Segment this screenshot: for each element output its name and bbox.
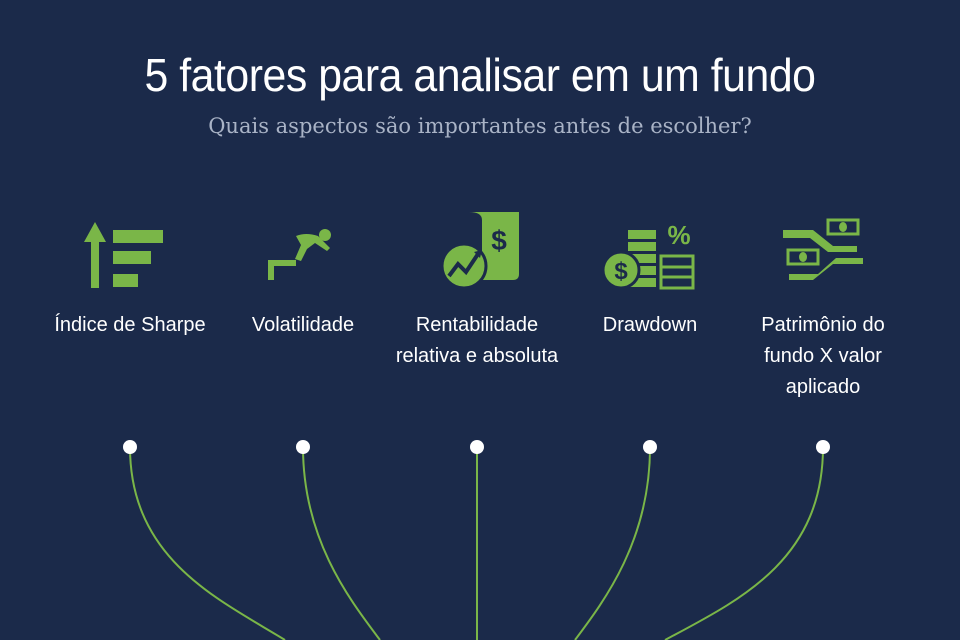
coins-percent-icon: % $ bbox=[601, 220, 695, 290]
connector-dot bbox=[123, 440, 137, 454]
factor-drawdown: % $ Drawdown bbox=[565, 210, 735, 341]
page-title: 5 fatores para analisar em um fundo bbox=[144, 49, 816, 101]
factor-label: Patrimônio do fundo X valor aplicado bbox=[761, 314, 885, 398]
factor-label: Drawdown bbox=[602, 314, 698, 336]
factor-sharpe: Índice de Sharpe bbox=[45, 210, 215, 341]
connector-dot bbox=[816, 440, 830, 454]
svg-text:%: % bbox=[667, 220, 690, 250]
connector-line bbox=[574, 446, 651, 640]
factor-label: Volatilidade bbox=[251, 314, 355, 336]
svg-text:$: $ bbox=[491, 225, 507, 256]
sort-ascending-icon bbox=[84, 222, 163, 288]
money-exchange-icon bbox=[783, 218, 863, 280]
person-climbing-stairs-icon bbox=[268, 229, 331, 280]
connector-dot bbox=[296, 440, 310, 454]
connector-line bbox=[664, 446, 824, 640]
factor-volatility: Volatilidade bbox=[218, 210, 388, 341]
svg-text:$: $ bbox=[614, 258, 628, 285]
connector-dot bbox=[643, 440, 657, 454]
factor-patrimonio: Patrimônio do fundo X valor aplicado bbox=[738, 210, 908, 403]
factor-label: Índice de Sharpe bbox=[54, 314, 206, 336]
connector-dot bbox=[470, 440, 484, 454]
page-subtitle: Quais aspectos são importantes antes de … bbox=[208, 114, 752, 138]
connector-line bbox=[302, 446, 381, 640]
factor-rentabilidade: $ Rentabilidade relativa e absoluta bbox=[392, 210, 562, 372]
factor-label: Rentabilidade relativa e absoluta bbox=[395, 314, 559, 367]
connector-line bbox=[129, 446, 286, 640]
growth-document-icon: $ bbox=[440, 212, 519, 290]
